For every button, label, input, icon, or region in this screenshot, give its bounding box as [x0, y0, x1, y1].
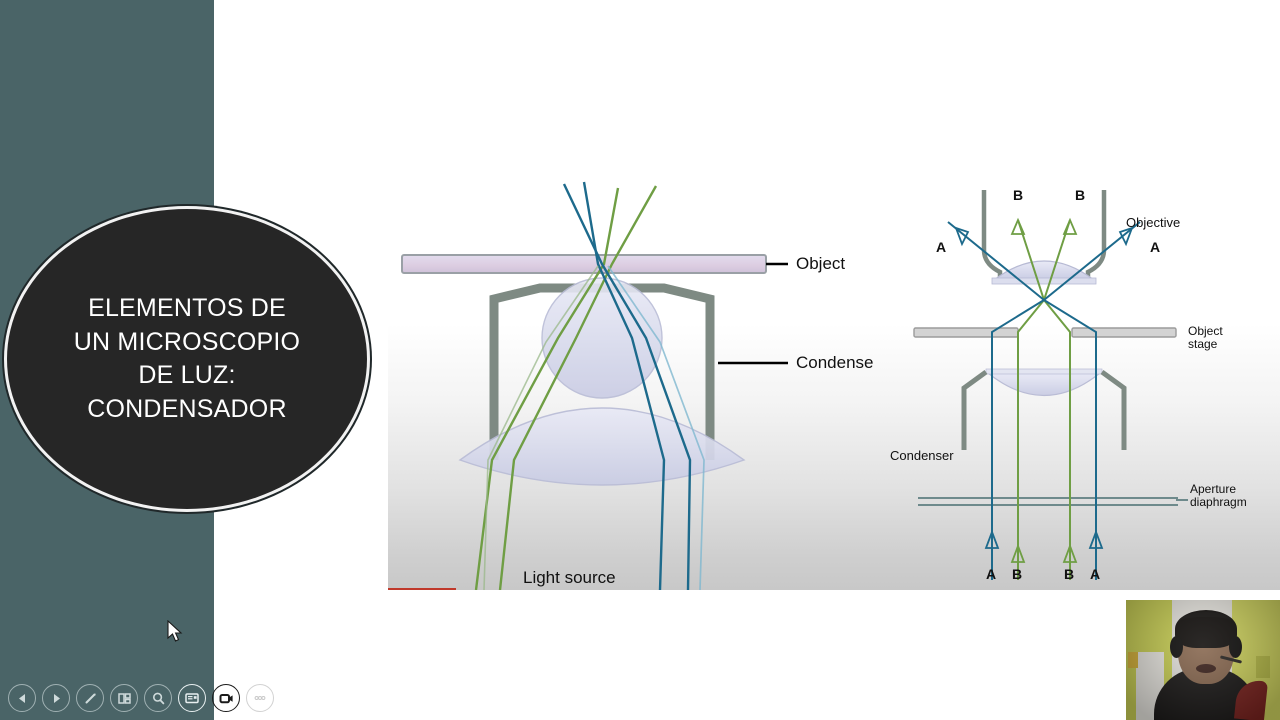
right-light-path-diagram	[913, 190, 1188, 580]
ray-label-bottom-b1: B	[1012, 566, 1023, 582]
previous-slide-button[interactable]	[8, 684, 36, 712]
zoom-magnify-button[interactable]	[144, 684, 172, 712]
presenter-screen-icon	[185, 693, 199, 704]
ray-label-upper-a1: A	[936, 239, 947, 255]
layout-icon	[117, 692, 131, 704]
label-light-source: Light source	[523, 568, 616, 587]
ray-label-bottom-a1: A	[986, 566, 997, 582]
layout-view-button[interactable]	[110, 684, 138, 712]
next-slide-button[interactable]	[42, 684, 70, 712]
ray-label-top-b2: B	[1075, 187, 1086, 203]
left-condenser-diagram	[401, 181, 788, 590]
label-objective: Objective	[1126, 215, 1181, 230]
more-options-button[interactable]	[246, 684, 274, 712]
label-object-stage: Object stage	[1188, 324, 1223, 352]
ray-label-bottom-a2: A	[1090, 566, 1101, 582]
slide-title-oval: ELEMENTOS DE UN MICROSCOPIO DE LUZ: COND…	[4, 206, 370, 512]
label-condenser: Condenser	[890, 448, 954, 463]
label-condense: Condense	[796, 353, 874, 372]
triangle-right-icon	[53, 693, 60, 703]
label-aperture-diaphragm: Aperture diaphragm	[1190, 482, 1247, 510]
webcam-person-mouth	[1196, 664, 1216, 673]
mouse-pointer	[167, 620, 183, 642]
webcam-headset-earcup-right	[1229, 636, 1242, 658]
camera-toggle-button[interactable]	[212, 684, 240, 712]
webcam-headset-earcup-left	[1170, 636, 1183, 658]
label-object: Object	[796, 254, 846, 273]
microscope-condenser-figure: Object Condense Light source Objective O…	[388, 160, 1280, 590]
pen-annotate-button[interactable]	[76, 684, 104, 712]
triangle-left-icon	[18, 693, 25, 703]
page-title: ELEMENTOS DE UN MICROSCOPIO DE LUZ: COND…	[73, 294, 301, 423]
presenter-view-button[interactable]	[178, 684, 206, 712]
ray-label-upper-a2: A	[1150, 239, 1161, 255]
magnifier-icon	[152, 692, 164, 704]
video-camera-icon	[219, 693, 233, 703]
webcam-vignette	[1126, 600, 1280, 720]
ellipsis-icon	[254, 696, 266, 700]
red-underline-mark	[388, 588, 456, 590]
ray-label-top-b1: B	[1013, 187, 1024, 203]
presenter-video-thumbnail[interactable]	[1126, 600, 1280, 720]
figure-vector	[401, 181, 1188, 590]
webcam-headset-band	[1178, 612, 1234, 633]
webcam-wall-picture-left	[1128, 652, 1138, 668]
pen-icon	[85, 692, 96, 703]
webcam-wall-picture-right	[1256, 656, 1270, 678]
ray-label-bottom-b2: B	[1064, 566, 1075, 582]
presentation-toolbar	[0, 676, 274, 720]
